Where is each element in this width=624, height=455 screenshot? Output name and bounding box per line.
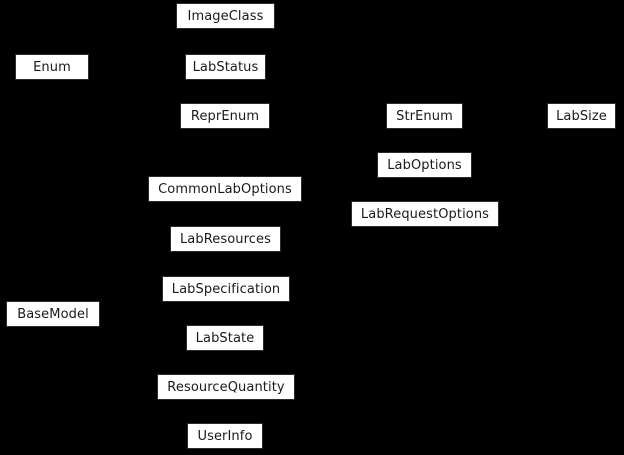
inheritance-edge bbox=[301, 188, 352, 215]
class-node-userinfo[interactable]: UserInfo bbox=[187, 423, 263, 449]
class-node-label: LabOptions bbox=[387, 157, 462, 173]
class-node-labstatus[interactable]: LabStatus bbox=[185, 54, 266, 80]
class-node-labstate[interactable]: LabState bbox=[186, 325, 264, 351]
class-node-label: LabSize bbox=[556, 108, 607, 124]
class-node-label: ResourceQuantity bbox=[167, 379, 285, 395]
class-node-label: LabStatus bbox=[192, 59, 259, 75]
class-node-label: LabSpecification bbox=[171, 281, 281, 297]
inheritance-edge bbox=[99, 313, 187, 339]
inheritance-edge bbox=[88, 66, 181, 117]
class-node-label: BaseModel bbox=[17, 306, 89, 322]
class-node-label: Enum bbox=[33, 59, 71, 75]
class-node-labsize[interactable]: LabSize bbox=[547, 103, 616, 129]
inheritance-edge bbox=[99, 188, 149, 315]
class-node-label: StrEnum bbox=[396, 108, 453, 124]
class-node-enum[interactable]: Enum bbox=[15, 54, 89, 80]
class-node-strenum[interactable]: StrEnum bbox=[386, 103, 463, 129]
class-node-label: ImageClass bbox=[187, 8, 264, 24]
class-node-basemodel[interactable]: BaseModel bbox=[6, 301, 100, 327]
inheritance-edge bbox=[99, 313, 158, 388]
class-node-labrequestoptions[interactable]: LabRequestOptions bbox=[351, 201, 499, 227]
class-node-reprenum[interactable]: ReprEnum bbox=[180, 103, 270, 129]
class-node-label: ReprEnum bbox=[190, 108, 260, 124]
class-node-labspecification[interactable]: LabSpecification bbox=[162, 276, 290, 302]
class-node-label: LabResources bbox=[179, 231, 272, 247]
class-node-label: LabRequestOptions bbox=[360, 206, 490, 222]
class-node-imageclass[interactable]: ImageClass bbox=[176, 3, 275, 29]
inheritance-edge bbox=[88, 15, 177, 68]
class-node-laboptions[interactable]: LabOptions bbox=[377, 152, 472, 178]
class-node-labresources[interactable]: LabResources bbox=[170, 226, 281, 252]
class-node-label: UserInfo bbox=[197, 428, 253, 444]
inheritance-edge bbox=[99, 288, 163, 315]
class-node-label: LabState bbox=[195, 330, 255, 346]
class-node-commonlaboptions[interactable]: CommonLabOptions bbox=[148, 176, 302, 202]
class-node-label: CommonLabOptions bbox=[158, 181, 292, 197]
inheritance-edge bbox=[301, 164, 378, 190]
class-node-resourcequantity[interactable]: ResourceQuantity bbox=[157, 374, 295, 400]
inheritance-edge bbox=[99, 238, 171, 315]
